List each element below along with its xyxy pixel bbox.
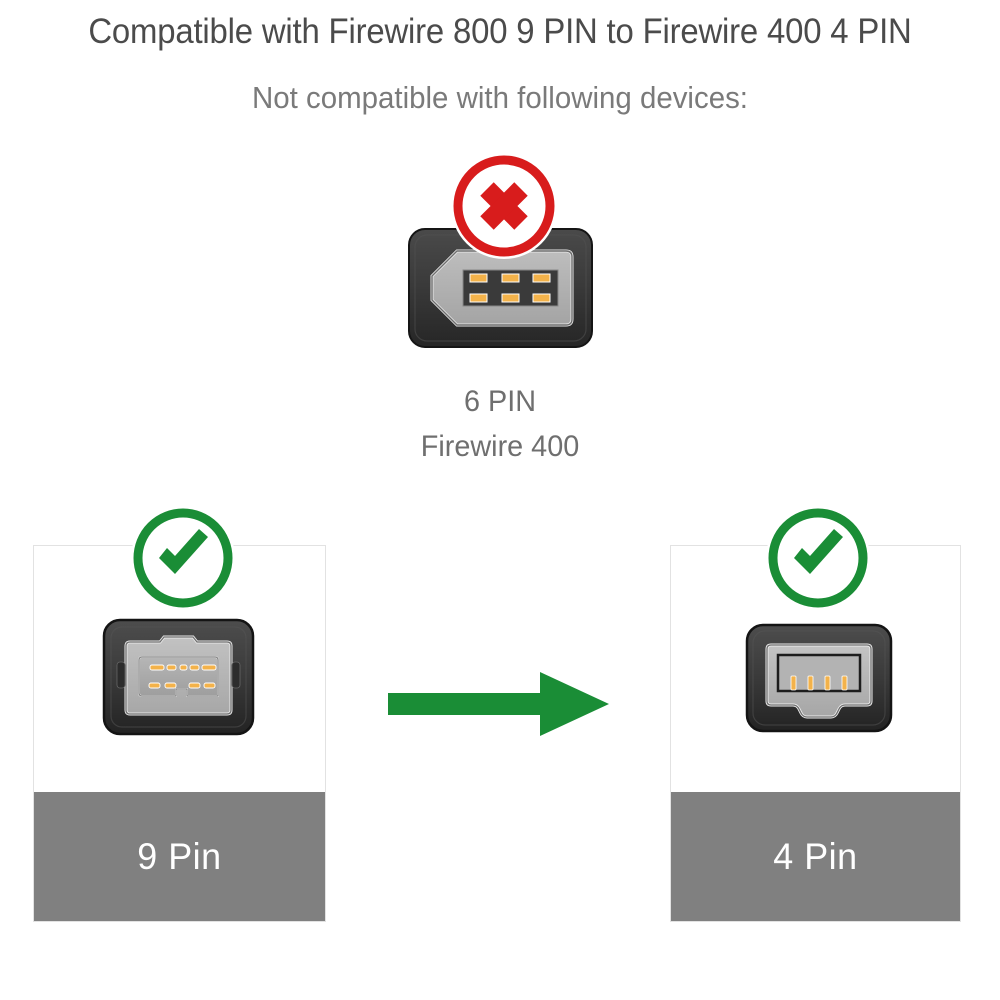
card-9pin-label: 9 Pin	[137, 835, 222, 877]
card-4pin-band: 4 Pin	[671, 792, 960, 921]
firewire-400-6pin-connector	[408, 228, 593, 348]
card-4pin: 4 Pin	[670, 545, 961, 922]
page-subtitle: Not compatible with following devices:	[252, 80, 748, 115]
firewire-400-4pin-connector	[745, 623, 893, 733]
card-4pin-label: 4 Pin	[773, 835, 858, 877]
check-circle-icon-9pin	[131, 506, 235, 610]
check-circle-icon-4pin	[766, 506, 870, 610]
caption-6pin-line1: 6 PIN	[463, 385, 537, 418]
page-title: Compatible with Firewire 800 9 PIN to Fi…	[88, 12, 912, 51]
right-arrow-icon	[388, 670, 610, 738]
firewire-800-9pin-connector	[102, 618, 255, 736]
cross-circle-icon	[451, 153, 557, 259]
card-9pin-band: 9 Pin	[34, 792, 325, 921]
caption-6pin-line2: Firewire 400	[420, 430, 580, 463]
